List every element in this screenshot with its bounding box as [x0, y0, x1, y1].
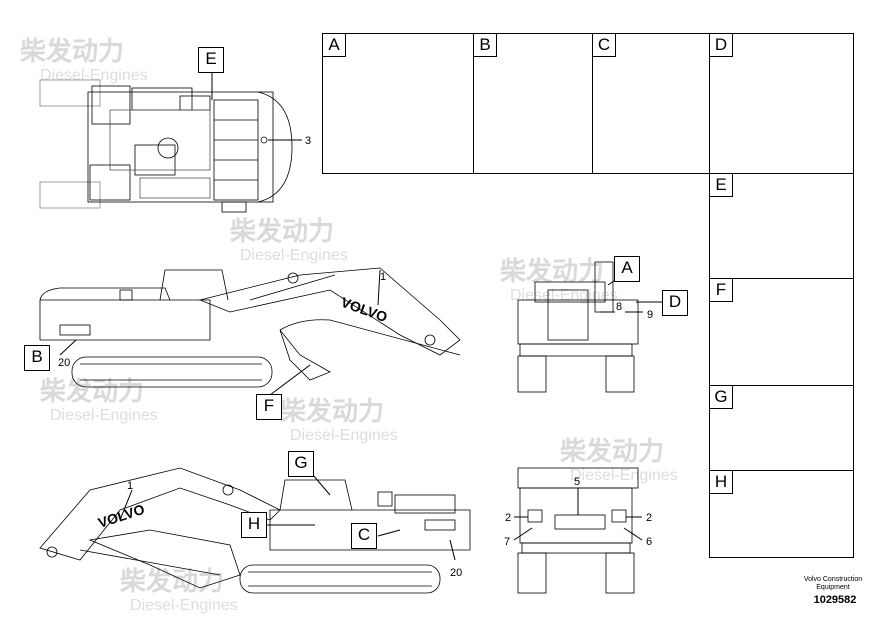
panel-h-letter: H [709, 470, 733, 494]
panel-c-letter: C [592, 33, 616, 57]
watermark-cn: 柴发动力 [119, 566, 224, 596]
footer-company-line1: Volvo Construction [803, 576, 863, 583]
watermark-cn: 柴发动力 [19, 36, 124, 66]
view-tag-f[interactable]: F [256, 394, 282, 420]
callout-2: 2 [646, 512, 652, 524]
panel-b-letter: B [473, 33, 497, 57]
detail-panel-h [709, 470, 854, 558]
view-tag-d[interactable]: D [662, 290, 688, 316]
view-tag-e[interactable]: E [198, 47, 224, 73]
callout-6: 6 [646, 536, 652, 548]
side-view-left-drawing [39, 267, 461, 396]
watermark-cn: 柴发动力 [499, 256, 604, 286]
panel-d-letter: D [709, 33, 733, 57]
panel-a-letter: A [322, 33, 346, 57]
callout-8: 8 [616, 301, 622, 313]
watermark-cn: 柴发动力 [229, 216, 334, 246]
panel-g-letter: G [709, 385, 733, 409]
view-tag-c[interactable]: C [351, 523, 377, 549]
callout-5: 5 [574, 476, 580, 488]
callout-1: 1 [127, 480, 133, 492]
callout-7: 7 [504, 536, 510, 548]
watermark-cn: 柴发动力 [279, 396, 384, 426]
watermark-en: Diesel-Engines [50, 407, 158, 424]
front-view-drawing [517, 261, 664, 393]
watermark-en: Diesel-Engines [570, 467, 678, 484]
callout-9: 9 [647, 309, 653, 321]
callout-3: 3 [305, 135, 311, 147]
machine-brand-label: VOLVO [96, 501, 147, 531]
detail-panel-a [322, 33, 474, 174]
detail-panel-e [709, 173, 854, 279]
callout-1: 1 [380, 271, 386, 283]
watermark-cn: 柴发动力 [39, 376, 144, 406]
watermark-en: Diesel-Engines [510, 287, 618, 304]
panel-f-letter: F [709, 278, 733, 302]
watermark-en: Diesel-Engines [130, 597, 238, 614]
watermark-cn: 柴发动力 [559, 436, 664, 466]
footer-company-line2: Equipment [816, 584, 850, 591]
callout-2: 2 [505, 512, 511, 524]
footer-doc-number: 1029582 [813, 594, 857, 606]
panel-e-letter: E [709, 173, 733, 197]
view-tag-h[interactable]: H [241, 512, 267, 538]
callout-20: 20 [450, 567, 462, 579]
machine-brand-label: VOLVO [339, 294, 390, 325]
watermark-en: Diesel-Engines [240, 247, 348, 264]
view-tag-a[interactable]: A [614, 256, 640, 282]
callout-20: 20 [58, 357, 70, 369]
rear-view-drawing [513, 467, 643, 594]
watermark-en: Diesel-Engines [40, 67, 148, 84]
top-view-drawing [39, 68, 302, 213]
footer-company: Volvo Construction Equipment [778, 576, 888, 592]
view-tag-b[interactable]: B [24, 345, 50, 371]
side-view-right-drawing [39, 467, 471, 594]
detail-panel-d [709, 33, 854, 174]
view-tag-g[interactable]: G [288, 451, 314, 477]
watermark-en: Diesel-Engines [290, 427, 398, 444]
detail-panel-g [709, 385, 854, 471]
